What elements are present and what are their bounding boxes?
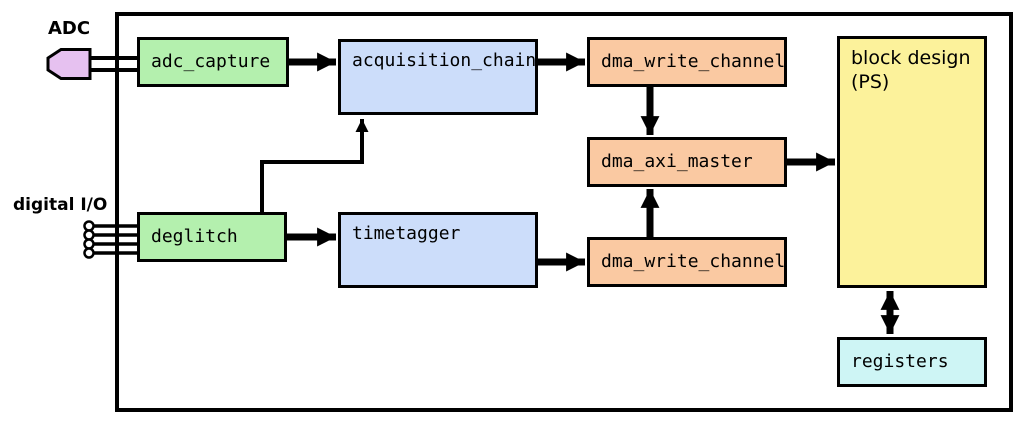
block-adc-capture: adc_capture [137,37,289,87]
block-label: block design (PS) [851,47,971,93]
block-label: timetagger [352,223,461,244]
block-dma-write-channel-bottom: dma_write_channel [587,237,787,287]
block-label: dma_write_channel [601,250,786,272]
block-deglitch: deglitch [137,212,287,262]
block-timetagger: timetagger [338,212,538,288]
block-dma-axi-master: dma_axi_master [587,137,787,187]
block-block-design-ps: block design (PS) [837,36,987,288]
block-registers: registers [837,337,987,387]
block-label: adc_capture [151,50,271,72]
block-dma-write-channel-top: dma_write_channel [587,37,787,87]
block-label: dma_axi_master [601,150,753,172]
fpga-boundary-frame [115,12,1013,412]
digital-io-port-label: digital I/O [13,195,108,215]
adc-port-label: ADC [48,18,91,39]
block-label: registers [851,350,949,372]
block-label: acquisition_chain [352,50,537,71]
block-label: deglitch [151,225,238,247]
block-acquisition-chain: acquisition_chain [338,39,538,115]
block-label: dma_write_channel [601,50,786,72]
